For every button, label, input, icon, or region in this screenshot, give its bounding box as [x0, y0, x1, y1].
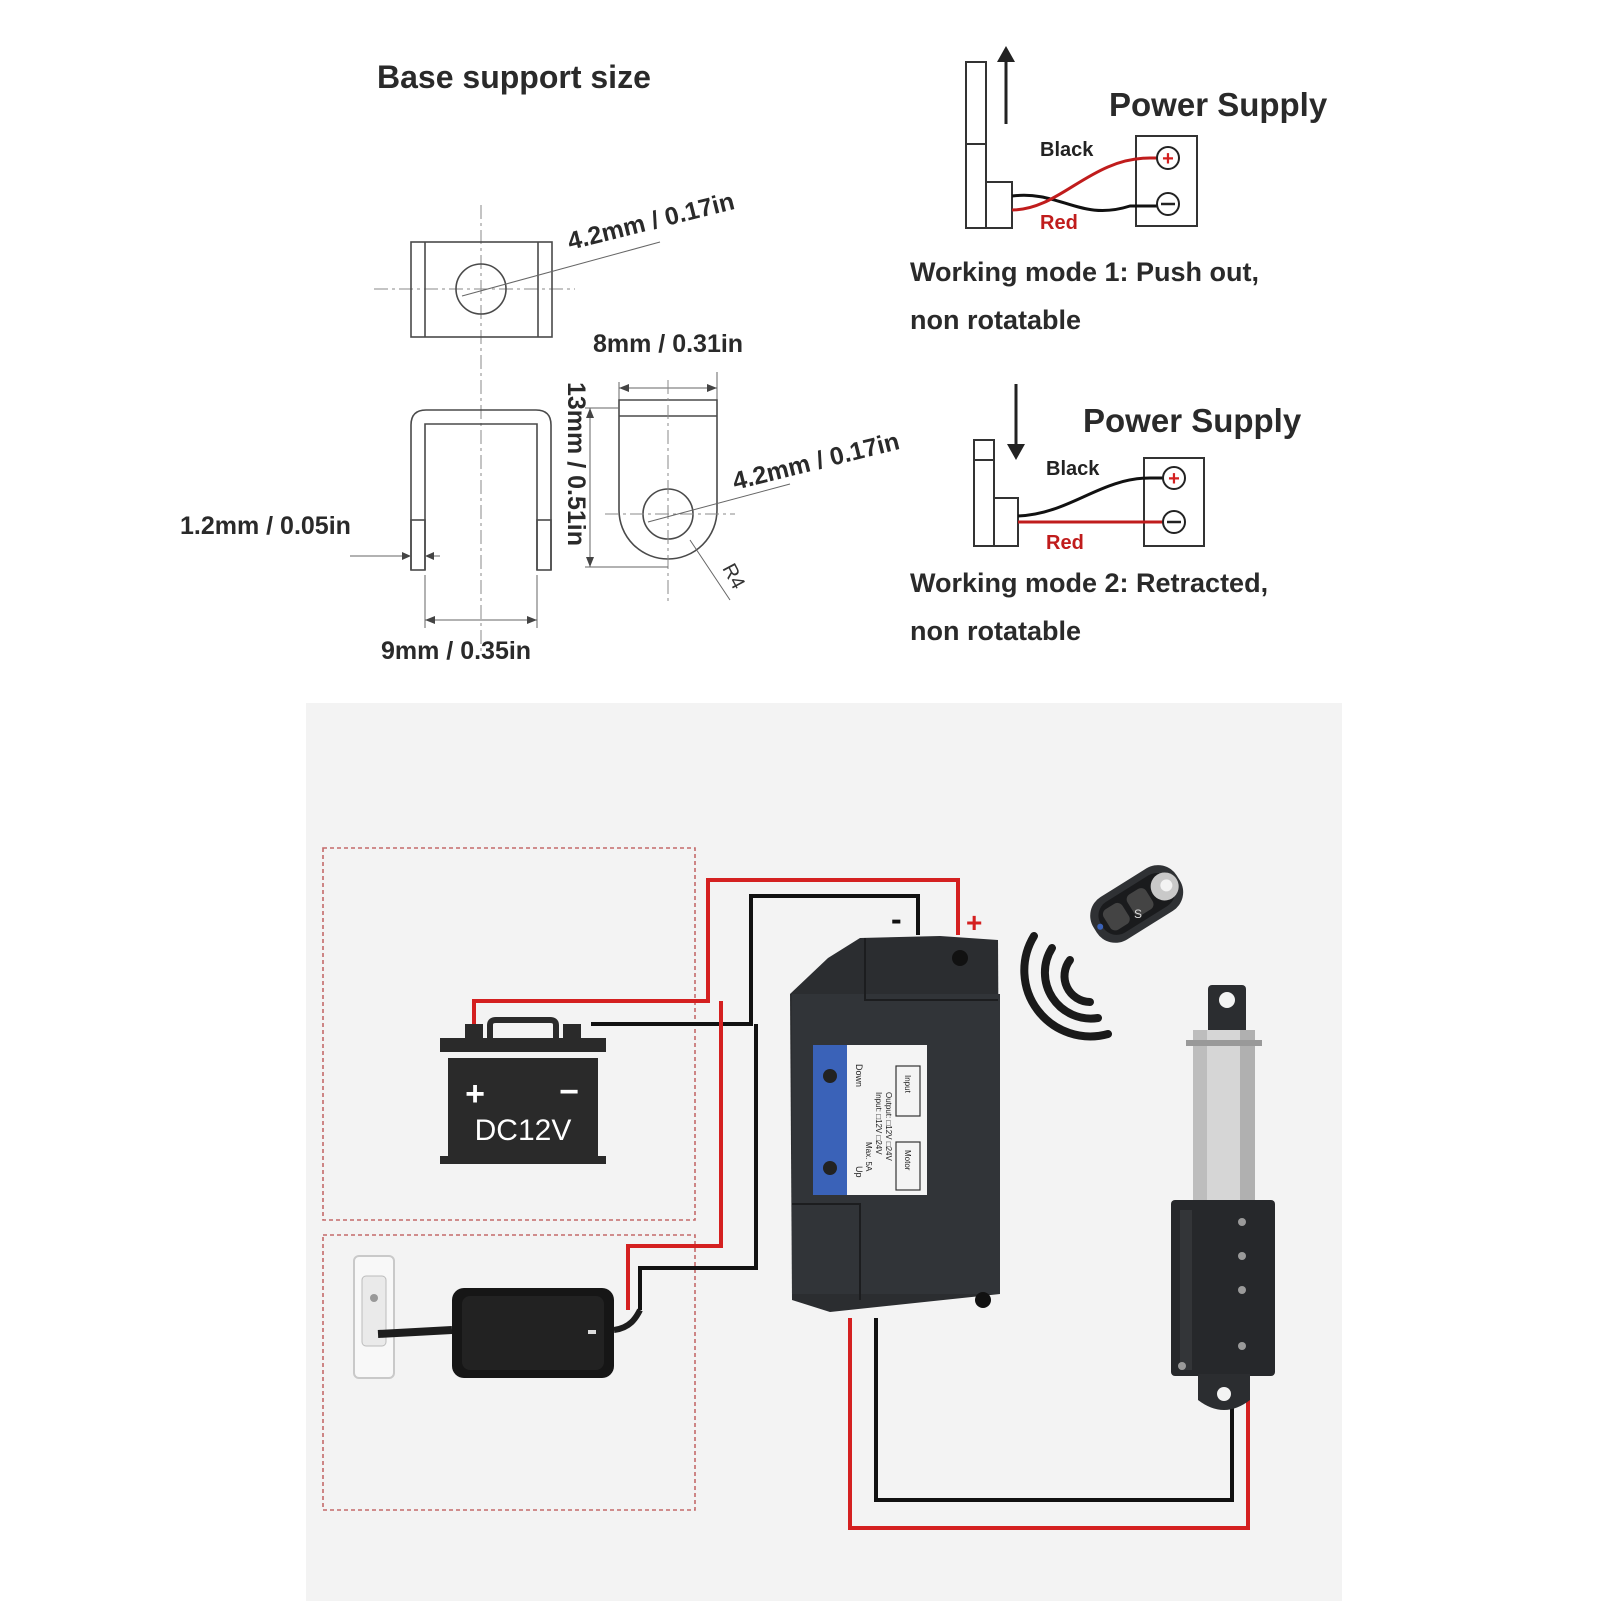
mode2-caption-line1: Working mode 2: Retracted, — [910, 568, 1268, 598]
arrow-up-icon — [997, 46, 1015, 62]
black-label-2: Black — [1046, 458, 1100, 480]
controller-up-label: Up — [854, 1166, 864, 1178]
black-label-1: Black — [1040, 139, 1094, 161]
controller-input-box-label: Input — [903, 1075, 912, 1094]
remote-key-label: S — [1134, 907, 1142, 921]
battery-plus-label: + — [465, 1075, 485, 1113]
terminal-minus-label: - — [891, 901, 902, 937]
wires — [472, 878, 1250, 1530]
down-indicator-icon — [823, 1069, 837, 1083]
battery-icon — [440, 1017, 606, 1164]
power-adapter — [353, 1255, 643, 1379]
wiring-diagram: - + + − DC12V — [306, 703, 1342, 1601]
controller-motor-box-label: Motor — [903, 1150, 912, 1171]
remote-control-icon — [1090, 865, 1184, 943]
controller-output-label: Output: □12V □24V — [884, 1092, 893, 1161]
red-wire-1 — [1011, 156, 1164, 212]
base-support-title: Base support size — [377, 59, 651, 95]
plus-terminal-icon: + — [1168, 468, 1180, 490]
working-mode-1: + Black Red Power Supply Working mode 1:… — [910, 46, 1328, 335]
linear-actuator-icon — [1171, 985, 1275, 1410]
mode2-caption-line2: non rotatable — [910, 616, 1081, 646]
dim-hole-top: 4.2mm / 0.17in — [565, 187, 738, 256]
power-supply-label-2: Power Supply — [1083, 402, 1302, 439]
controller-max-label: Max. 5A — [864, 1142, 873, 1172]
mode1-caption-line1: Working mode 1: Push out, — [910, 257, 1259, 287]
up-indicator-icon — [823, 1161, 837, 1175]
bracket-side-view — [585, 372, 791, 605]
plus-terminal-icon: + — [1162, 148, 1174, 170]
battery-minus-label: − — [559, 1073, 579, 1111]
terminal-plus-label: + — [966, 907, 982, 938]
mode1-caption-line2: non rotatable — [910, 305, 1081, 335]
battery-dashed-box — [322, 847, 696, 1221]
bracket-front-view — [350, 409, 552, 628]
battery-voltage-label: DC12V — [475, 1114, 572, 1147]
dim-thickness: 1.2mm / 0.05in — [180, 512, 351, 540]
power-supply-label-1: Power Supply — [1109, 86, 1328, 123]
bracket-top-view — [374, 205, 661, 655]
dim-height: 13mm / 0.51in — [562, 382, 590, 546]
dim-width: 8mm / 0.31in — [593, 330, 743, 358]
arrow-down-icon — [1007, 444, 1025, 460]
working-mode-2: + Black Red Power Supply Working mode 2:… — [910, 384, 1302, 646]
base-support-drawing: Base support size 4.2mm / 0.17in — [180, 59, 902, 665]
dim-gap: 9mm / 0.35in — [381, 637, 531, 665]
controller-box — [790, 936, 1000, 1312]
wireless-signal-icon — [1020, 932, 1112, 1041]
controller-down-label: Down — [854, 1064, 864, 1087]
black-wire-2 — [1017, 476, 1165, 518]
black-wire-1 — [1011, 193, 1164, 212]
red-label-1: Red — [1040, 212, 1078, 234]
dim-hole-side: 4.2mm / 0.17in — [730, 427, 903, 496]
red-label-2: Red — [1046, 532, 1084, 554]
adapter-dashed-box — [322, 1234, 696, 1511]
controller-input-label: Input: □12V □24V — [874, 1092, 883, 1155]
